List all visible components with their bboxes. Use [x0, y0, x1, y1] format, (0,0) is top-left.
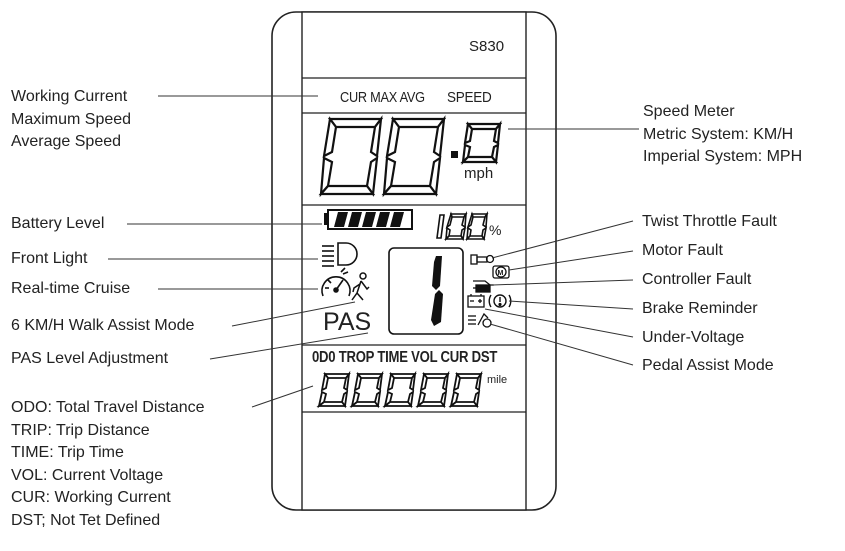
pas-label: PAS	[323, 308, 372, 336]
label-trip: TRIP: Trip Distance	[11, 421, 150, 439]
label-metric: Metric System: KM/H	[643, 125, 794, 143]
battery-percent-digits	[436, 211, 489, 242]
label-pas-adjust: PAS Level Adjustment	[11, 350, 169, 367]
label-imperial: Imperial System: MPH	[643, 148, 803, 165]
label-working-current: Working Current	[11, 88, 128, 105]
label-throttle-fault: Twist Throttle Fault	[642, 213, 777, 230]
odometer-unit: mile	[487, 374, 508, 386]
controller-icon	[473, 280, 494, 293]
label-dst: DST; Not Tet Defined	[11, 511, 161, 529]
battery-warning-icon	[467, 294, 485, 308]
speed-unit: mph	[464, 165, 494, 182]
label-speed-meter: Speed Meter	[643, 103, 735, 120]
walking-person-icon	[351, 272, 370, 301]
leader-lines	[108, 95, 639, 408]
label-cur: CUR: Working Current	[11, 489, 171, 506]
label-under-voltage: Under-Voltage	[642, 329, 745, 346]
label-vol: VOL: Current Voltage	[11, 466, 164, 484]
speed-header: SPEED	[447, 89, 492, 106]
current-group-label: Working Current Maximum Speed Average Sp…	[11, 86, 131, 154]
battery-level-icon	[324, 209, 413, 230]
pas-level-digit	[431, 256, 443, 326]
odometer-digits	[316, 370, 483, 409]
label-realtime-cruise: Real-time Cruise	[11, 280, 131, 297]
label-odo: ODO: Total Travel Distance	[11, 399, 205, 416]
battery-percent-sign: %	[489, 222, 502, 238]
label-motor-fault: Motor Fault	[642, 242, 723, 259]
svg-text:M: M	[498, 270, 504, 277]
label-pedal-assist: Pedal Assist Mode	[642, 357, 774, 374]
label-time: TIME: Trip Time	[11, 444, 124, 461]
label-controller-fault: Controller Fault	[642, 271, 752, 288]
odo-group-label: ODO: Total Travel Distance TRIP: Trip Di…	[11, 397, 205, 532]
label-maximum-speed: Maximum Speed	[11, 110, 132, 128]
speedometer-cruise-icon	[321, 267, 351, 297]
label-brake-reminder: Brake Reminder	[642, 300, 758, 317]
speed-digits-graphic	[318, 115, 503, 198]
info-header: 0D0 TROP TIME VOL CUR DST	[312, 349, 498, 366]
label-front-light: Front Light	[11, 250, 88, 267]
throttle-icon	[470, 254, 495, 265]
model-label: S830	[469, 38, 505, 55]
speed-group-label: Speed Meter Metric System: KM/H Imperial…	[643, 101, 802, 169]
label-battery-level: Battery Level	[11, 215, 105, 232]
motor-icon: M	[492, 265, 510, 279]
mode-header: CUR MAX AVG	[340, 89, 425, 106]
headlight-icon	[322, 242, 358, 267]
pedal-assist-icon	[468, 312, 492, 328]
label-average-speed: Average Speed	[11, 133, 122, 150]
pas-level-box	[388, 247, 464, 335]
label-walk-assist: 6 KM/H Walk Assist Mode	[11, 317, 195, 334]
